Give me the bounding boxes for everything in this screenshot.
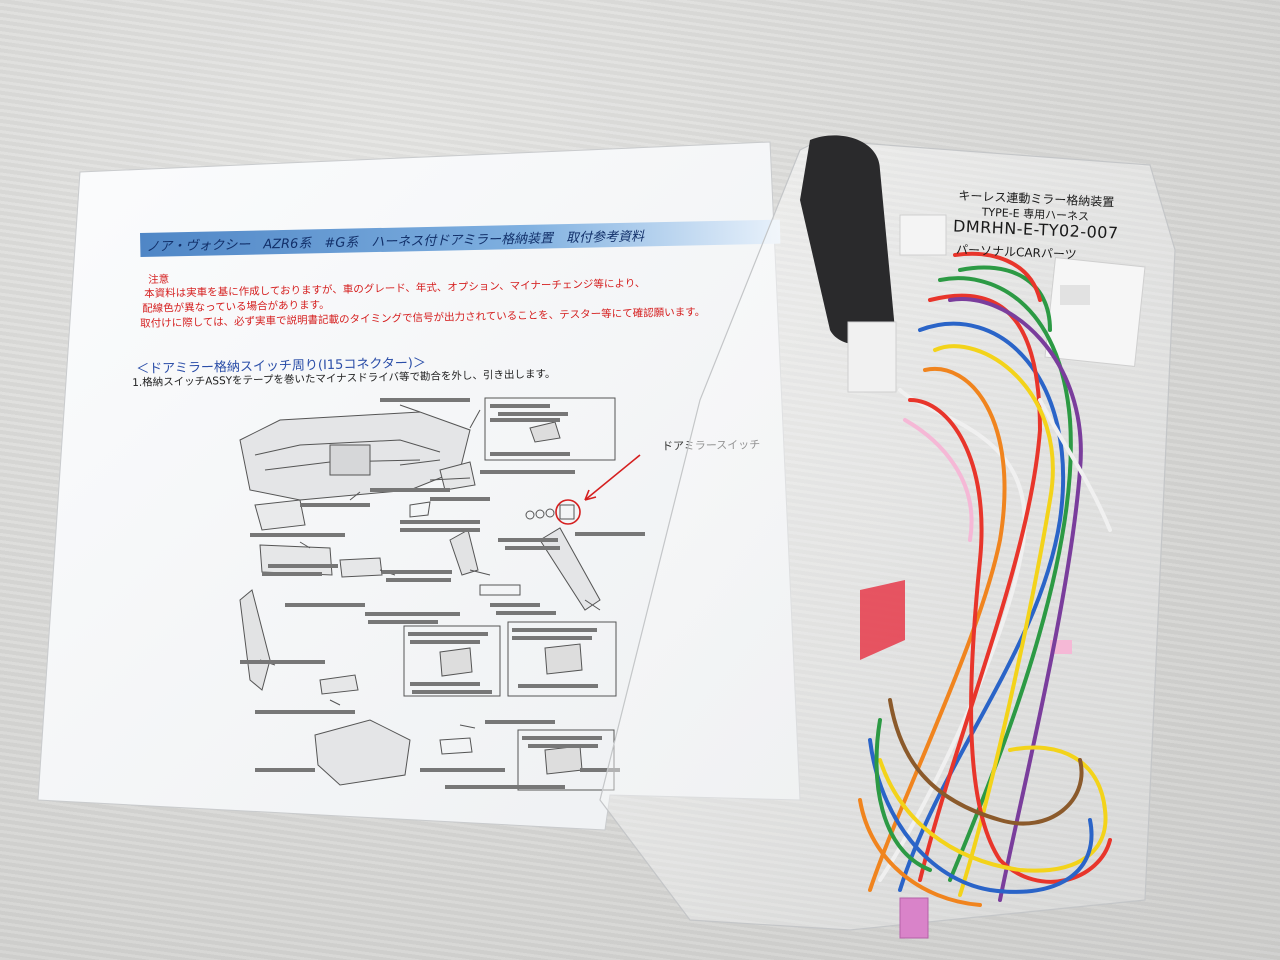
label-brand: パーソナルCARパーツ xyxy=(955,242,1077,262)
label-model-number: DMRHN-E-TY02-007 xyxy=(952,216,1120,243)
product-label: キーレス連動ミラー格納装置 TYPE-E 専用ハーネス DMRHN-E-TY02… xyxy=(941,182,1145,291)
